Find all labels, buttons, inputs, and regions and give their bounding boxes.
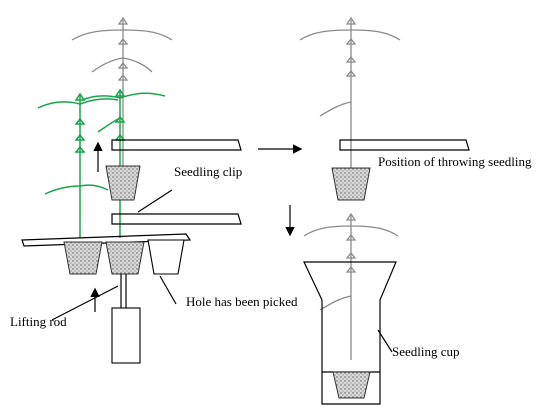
- throw-cup: [331, 167, 371, 201]
- clip-held-cup: [105, 165, 141, 201]
- label-position-of-throwing-seedling: Position of throwing seedling: [378, 154, 532, 169]
- dropped-cup: [332, 371, 371, 399]
- label-hole-has-been-picked: Hole has been picked: [186, 294, 298, 309]
- seedling-cup-funnel: [303, 261, 397, 405]
- lifting-rod-body: [111, 307, 141, 364]
- tray-cup-2: [105, 241, 145, 275]
- gray-seedling-left: [71, 16, 173, 182]
- label-seedling-cup: Seedling cup: [392, 344, 460, 359]
- gray-seedling-dropped: [303, 212, 399, 360]
- label-seedling-clip: Seedling clip: [174, 164, 242, 179]
- green-seedling-1: [37, 92, 119, 238]
- tray-cup-empty: [147, 239, 185, 275]
- label-lifting-rod: Lifting rod: [10, 314, 67, 329]
- lifting-rod-leader: [51, 285, 119, 321]
- seedling-clip-leader: [137, 189, 173, 213]
- gray-seedling-throwing: [299, 16, 401, 168]
- hole-leader: [159, 275, 177, 305]
- lower-clip-plate: [111, 213, 242, 225]
- green-seedling-2: [81, 88, 166, 238]
- throw-clip-plate: [339, 139, 470, 151]
- seedling-tray: [21, 233, 192, 247]
- upper-clip-plate: [111, 139, 242, 151]
- tray-cup-1: [63, 241, 103, 275]
- seedling-cup-leader: [377, 329, 393, 353]
